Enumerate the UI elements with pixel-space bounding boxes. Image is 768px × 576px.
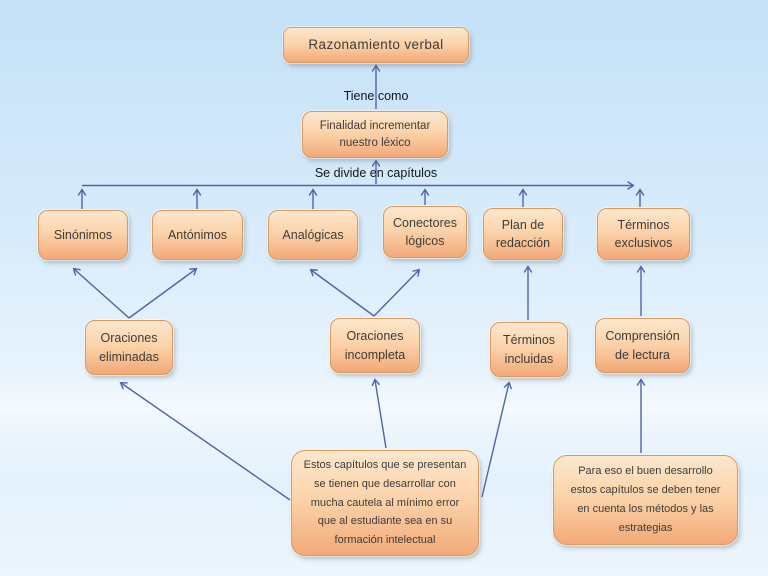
note-metodos-y-estrategias: Para eso el buen desarrollo estos capítu… (553, 455, 738, 545)
node-antonimos-label: Antónimos (167, 227, 228, 242)
node-antonimos: Antónimos (152, 210, 243, 260)
label-se-divide-en-capitulos: Se divide en capítulos (314, 166, 438, 180)
node-terminos-exclusivos-label: Términos exclusivos (614, 217, 673, 250)
node-plan-de-redaccion-label: Plan de redacción (495, 217, 551, 250)
node-finalidad-label: Finalidad incrementar nuestro léxico (319, 119, 431, 149)
node-oraciones-incompleta-label: Oraciones incompleta (344, 329, 406, 362)
arrow-incompleta-to-analogicas (309, 268, 375, 317)
note-desarrollo-con-cautela: Estos capítulos que se presentan se tien… (291, 450, 479, 556)
label-tiene-como: Tiene como (343, 89, 409, 103)
node-razonamiento-verbal-label: Razonamiento verbal (308, 37, 444, 53)
node-finalidad: Finalidad incrementar nuestro léxico (302, 111, 448, 158)
node-oraciones-eliminadas: Oraciones eliminadas (85, 320, 173, 375)
node-terminos-incluidas: Términos incluidas (490, 322, 568, 377)
node-analogicas-label: Analógicas (282, 227, 344, 242)
note-metodos-y-estrategias-text: Para eso el buen desarrollo estos capítu… (570, 465, 721, 534)
arrow-eliminadas-to-sinonimos (72, 267, 130, 319)
arrow-incompleta-to-conectores (373, 268, 421, 317)
node-oraciones-incompleta: Oraciones incompleta (330, 318, 420, 373)
node-conectores-logicos: Conectores lógicos (383, 206, 467, 258)
node-comprension-de-lectura: Comprensión de lectura (595, 318, 690, 373)
arrow-nota-izq-to-incluidas (481, 381, 512, 498)
node-sinonimos-label: Sinónimos (53, 227, 113, 242)
node-razonamiento-verbal: Razonamiento verbal (283, 27, 469, 63)
note-desarrollo-con-cautela-text: Estos capítulos que se presentan se tien… (303, 458, 467, 547)
node-sinonimos: Sinónimos (38, 210, 128, 260)
node-terminos-incluidas-label: Términos incluidas (502, 333, 556, 366)
arrow-eliminadas-to-antonimos (128, 267, 198, 319)
node-analogicas: Analógicas (268, 210, 358, 260)
node-oraciones-eliminadas-label: Oraciones eliminadas (99, 331, 159, 364)
node-comprension-de-lectura-label: Comprensión de lectura (605, 329, 680, 362)
node-conectores-logicos-label: Conectores lógicos (393, 215, 457, 248)
node-plan-de-redaccion: Plan de redacción (483, 208, 563, 260)
arrow-nota-izq-to-eliminadas (119, 381, 291, 501)
arrow-nota-izq-to-incompleta (371, 378, 387, 449)
node-terminos-exclusivos: Términos exclusivos (597, 208, 690, 260)
